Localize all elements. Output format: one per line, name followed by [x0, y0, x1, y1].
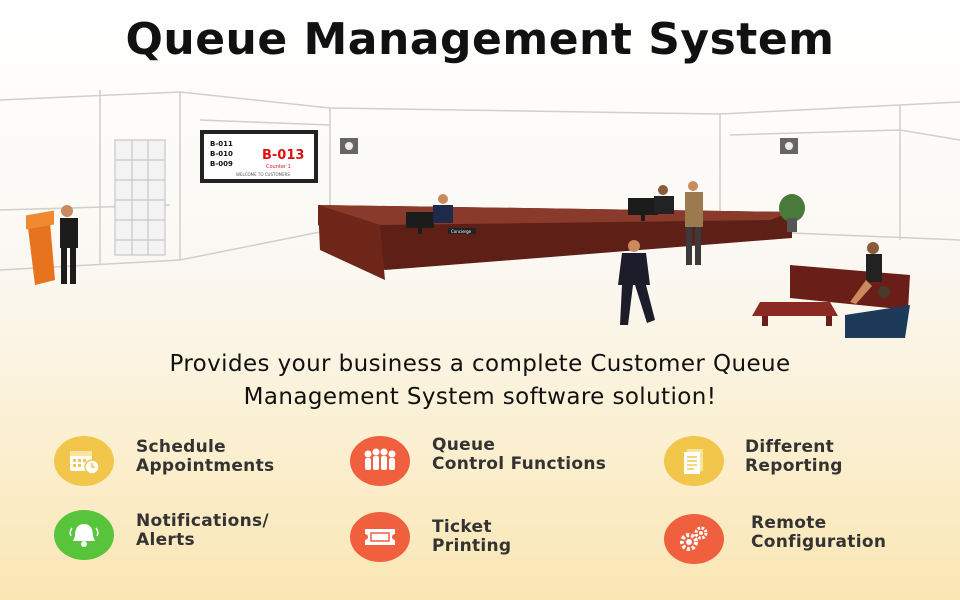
ticket-icon — [350, 512, 410, 562]
walking-man-figure — [618, 240, 655, 325]
desk-monitors — [406, 198, 658, 234]
feature-notifications-alerts: Notifications/ Alerts — [54, 510, 344, 570]
feature-remote-configuration: Remote Configuration — [664, 514, 954, 574]
feature-different-reporting: Different Reporting — [664, 436, 954, 496]
tagline: Provides your business a complete Custom… — [40, 348, 920, 414]
display-footer: WELCOME TO CUSTOMERS — [236, 172, 290, 177]
feature-label: Queue Control Functions — [432, 435, 607, 474]
desk-nameplate: Concierge — [451, 229, 472, 234]
display-token-2: B-010 — [210, 150, 233, 158]
feature-schedule-appointments: Schedule Appointments — [54, 436, 344, 496]
plant-icon — [779, 194, 805, 232]
customer-standing-figure — [685, 181, 703, 265]
door-grid — [114, 139, 166, 256]
gears-icon — [664, 514, 724, 564]
tagline-line-1: Provides your business a complete Custom… — [169, 351, 791, 377]
kiosk-figure — [26, 210, 55, 285]
calendar-clock-icon — [54, 436, 114, 486]
feature-queue-control: Queue Control Functions — [350, 436, 640, 496]
display-token-1: B-011 — [210, 140, 233, 148]
feature-label: Different Reporting — [745, 437, 843, 476]
staff-figure — [654, 185, 674, 214]
office-illustration: B-011 B-010 B-009 B-013 Counter 1 WELCOM… — [0, 90, 960, 338]
feature-label: Remote Configuration — [751, 513, 887, 552]
feature-label: Ticket Printing — [432, 517, 512, 556]
reception-desk: Concierge — [318, 205, 792, 280]
lounge-area — [752, 242, 910, 338]
bell-icon — [54, 510, 114, 560]
feature-label: Notifications/ Alerts — [136, 511, 269, 550]
receptionist-figure — [433, 194, 453, 223]
display-counter: Counter 1 — [266, 164, 291, 170]
queue-display-board: B-011 B-010 B-009 B-013 Counter 1 WELCOM… — [200, 130, 318, 183]
report-document-icon — [664, 436, 724, 486]
feature-ticket-printing: Ticket Printing — [350, 512, 640, 572]
man-at-kiosk-figure — [60, 205, 78, 284]
display-current-token: B-013 — [262, 148, 304, 163]
page-title: Queue Management System — [125, 14, 835, 65]
feature-label: Schedule Appointments — [136, 437, 275, 476]
display-token-3: B-009 — [210, 160, 233, 168]
tagline-line-2: Management System software solution! — [243, 384, 717, 410]
people-queue-icon — [350, 436, 410, 486]
room-walls — [0, 90, 960, 271]
